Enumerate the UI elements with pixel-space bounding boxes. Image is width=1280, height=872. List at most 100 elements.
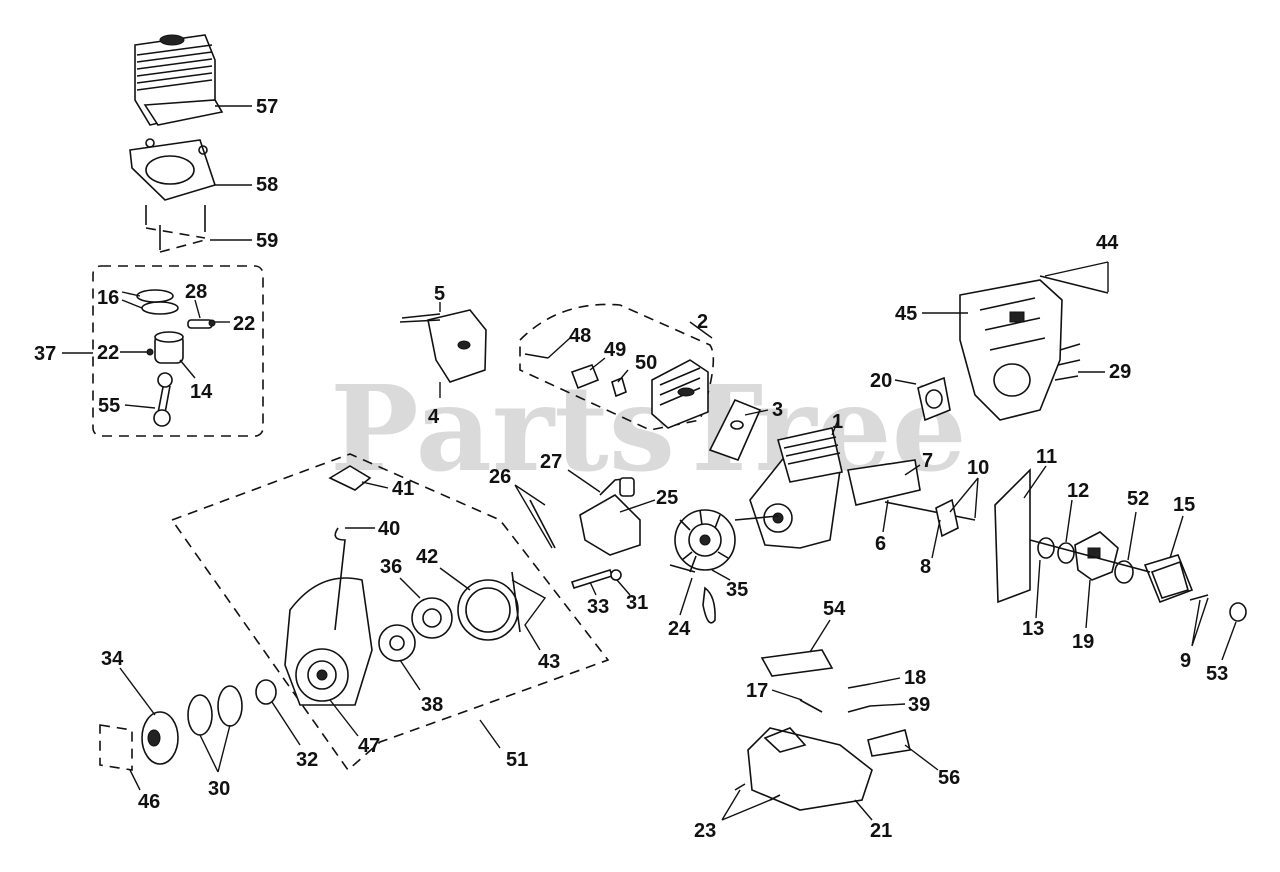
cover-screw-part-44[interactable] <box>1039 275 1109 294</box>
callout-10[interactable]: 10 <box>967 457 989 479</box>
fuel-filter-part[interactable] <box>847 705 871 713</box>
callout-19[interactable]: 19 <box>1072 631 1094 653</box>
callout-57[interactable]: 57 <box>256 96 278 118</box>
starter-handle-part[interactable] <box>328 465 372 491</box>
clip-part[interactable] <box>146 348 154 356</box>
callout-45[interactable]: 45 <box>895 303 917 325</box>
callout-4[interactable]: 4 <box>428 406 440 428</box>
callout-38[interactable]: 38 <box>421 694 443 716</box>
washer-part-32[interactable] <box>255 679 277 705</box>
callout-22-right[interactable]: 22 <box>233 313 255 335</box>
callout-11[interactable]: 11 <box>1036 446 1057 468</box>
engine-cover-part[interactable] <box>959 279 1063 421</box>
decal-part[interactable] <box>760 649 834 677</box>
washer-part[interactable] <box>610 569 622 581</box>
callout-35[interactable]: 35 <box>726 579 748 601</box>
tank-bracket-part[interactable] <box>867 729 911 757</box>
callout-56[interactable]: 56 <box>938 767 960 789</box>
muffler-screw-part[interactable] <box>524 353 549 359</box>
callout-15[interactable]: 15 <box>1173 494 1195 516</box>
callout-20[interactable]: 20 <box>870 370 892 392</box>
starter-screw-part[interactable] <box>511 571 521 633</box>
insulator-gasket-part[interactable] <box>917 376 951 422</box>
cover-screw-part-29b[interactable] <box>1057 359 1081 366</box>
flywheel-key-part[interactable] <box>702 586 716 624</box>
filter-knob-part[interactable] <box>1229 602 1247 622</box>
fuel-tank-part[interactable] <box>747 727 873 811</box>
callout-7[interactable]: 7 <box>922 450 933 472</box>
muffler-part[interactable] <box>651 359 709 429</box>
flywheel-part[interactable] <box>674 509 736 573</box>
cylinder-part[interactable] <box>134 34 224 126</box>
callout-54[interactable]: 54 <box>823 598 846 620</box>
callout-30[interactable]: 30 <box>208 778 230 800</box>
starter-rope-part[interactable] <box>334 527 346 631</box>
callout-46[interactable]: 46 <box>138 791 160 813</box>
cover-screw-part-29c[interactable] <box>1054 375 1079 381</box>
callout-22-left[interactable]: 22 <box>97 342 119 364</box>
callout-27[interactable]: 27 <box>540 451 562 473</box>
intake-shaft-part[interactable] <box>884 498 976 538</box>
starter-housing-part[interactable] <box>284 577 373 706</box>
piston-rings-part[interactable] <box>136 289 179 315</box>
cylinder-bolts-part[interactable] <box>145 205 206 253</box>
rewind-spring-part[interactable] <box>411 597 453 639</box>
callout-36[interactable]: 36 <box>380 556 402 578</box>
cylinder-gasket-part[interactable] <box>129 138 217 201</box>
callout-25[interactable]: 25 <box>656 487 678 509</box>
callout-50[interactable]: 50 <box>635 352 657 374</box>
piston-pin-part[interactable] <box>187 319 213 329</box>
clutch-shoe-part[interactable] <box>187 685 243 736</box>
crankshaft-part[interactable] <box>734 515 779 521</box>
callout-12[interactable]: 12 <box>1067 480 1089 502</box>
callout-48[interactable]: 48 <box>569 325 591 347</box>
callout-16[interactable]: 16 <box>97 287 119 309</box>
callout-43[interactable]: 43 <box>538 651 560 673</box>
cover-screw-part-2[interactable] <box>401 313 441 319</box>
clutch-screws-part[interactable] <box>99 724 133 771</box>
callout-29[interactable]: 29 <box>1109 361 1131 383</box>
callout-51[interactable]: 51 <box>506 749 528 771</box>
callout-13[interactable]: 13 <box>1022 618 1044 640</box>
callout-24[interactable]: 24 <box>668 618 691 640</box>
callout-8[interactable]: 8 <box>920 556 931 578</box>
carburetor-gasket-part[interactable] <box>847 459 921 506</box>
muffler-bracket-part[interactable] <box>611 376 627 398</box>
callout-41[interactable]: 41 <box>392 478 414 500</box>
muffler-cover-part[interactable] <box>427 309 487 383</box>
air-filter-base-part[interactable] <box>1143 554 1194 604</box>
clutch-drum-part[interactable] <box>141 711 179 765</box>
carburetor-part[interactable] <box>1074 531 1119 581</box>
callout-6[interactable]: 6 <box>875 533 886 555</box>
callout-26[interactable]: 26 <box>489 466 511 488</box>
piston-part[interactable] <box>154 331 184 364</box>
cover-screw-part-29a[interactable] <box>1059 343 1081 351</box>
callout-28[interactable]: 28 <box>185 281 207 303</box>
fuel-line-part[interactable] <box>799 699 823 713</box>
callout-49[interactable]: 49 <box>604 339 626 361</box>
muffler-screen-part[interactable] <box>570 363 600 390</box>
callout-1[interactable]: 1 <box>832 411 843 433</box>
callout-5[interactable]: 5 <box>434 283 445 305</box>
coil-screw-part[interactable] <box>529 499 556 549</box>
callout-44[interactable]: 44 <box>1096 232 1119 254</box>
starter-pulley-part[interactable] <box>378 624 416 662</box>
spark-screw-part[interactable] <box>669 564 696 573</box>
filter-screw-part[interactable] <box>1189 594 1209 601</box>
callout-31[interactable]: 31 <box>626 592 648 614</box>
callout-34[interactable]: 34 <box>101 648 124 670</box>
engine-block-part[interactable] <box>749 427 843 549</box>
callout-52[interactable]: 52 <box>1127 488 1149 510</box>
callout-2[interactable]: 2 <box>697 311 708 333</box>
clip-part-2[interactable] <box>208 319 216 327</box>
callout-53[interactable]: 53 <box>1206 663 1228 685</box>
callout-37[interactable]: 37 <box>34 343 56 365</box>
callout-42[interactable]: 42 <box>416 546 438 568</box>
callout-40[interactable]: 40 <box>378 518 400 540</box>
cover-screw-part[interactable] <box>399 319 441 323</box>
callout-32[interactable]: 32 <box>296 749 318 771</box>
callout-47[interactable]: 47 <box>358 735 380 757</box>
callout-3[interactable]: 3 <box>772 399 783 421</box>
connecting-rod-part[interactable] <box>153 372 173 427</box>
callout-23[interactable]: 23 <box>694 820 716 842</box>
